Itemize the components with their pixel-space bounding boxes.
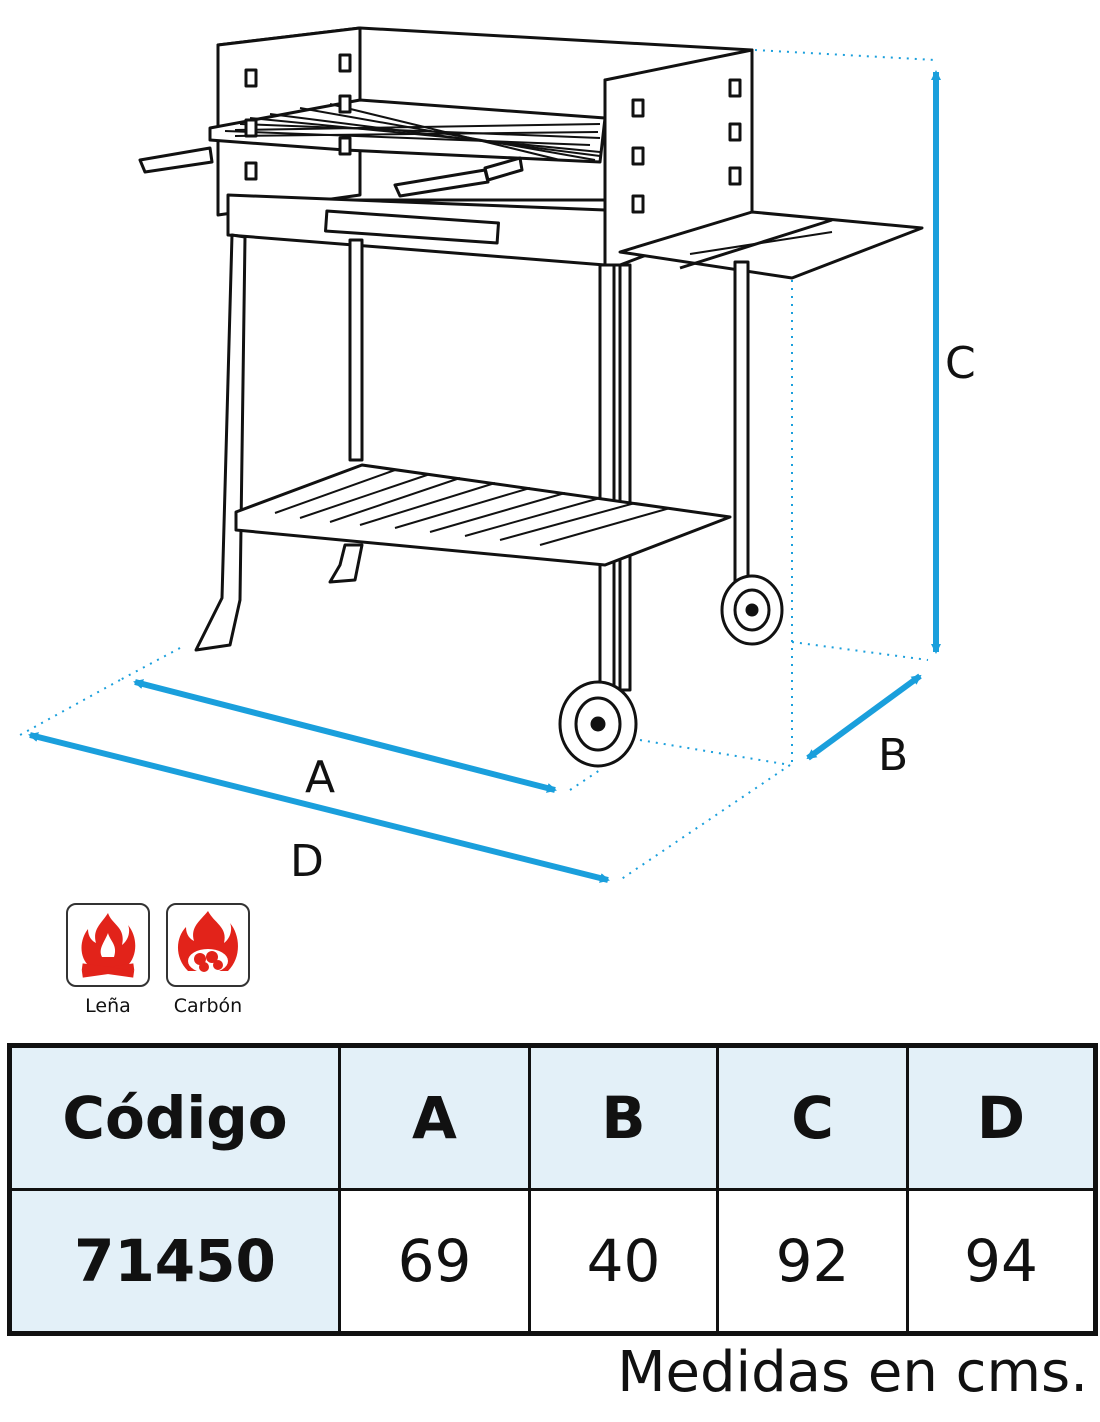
dimension-guide-lines	[19, 49, 936, 881]
dimension-arrows	[28, 70, 941, 883]
units-note: Medidas en cms.	[617, 1340, 1088, 1405]
cell-b: 40	[528, 1188, 719, 1335]
firewood-caption: Leña	[85, 995, 131, 1017]
header-c: C	[716, 1044, 909, 1191]
table-row: 71450 69 40 92 94	[8, 1188, 1097, 1335]
dimension-label-d: D	[290, 836, 324, 887]
header-b: B	[528, 1044, 719, 1191]
barbecue-illustration	[138, 26, 924, 768]
cell-a: 69	[338, 1188, 531, 1335]
cell-c: 92	[716, 1188, 909, 1335]
arrow-a	[133, 679, 557, 793]
charcoal-fire-icon	[166, 903, 250, 987]
header-code: Código	[8, 1044, 341, 1191]
charcoal-caption: Carbón	[173, 995, 243, 1017]
barbecue-dimension-diagram: A D C B	[19, 26, 976, 887]
arrow-d	[28, 732, 610, 883]
dimension-label-a: A	[305, 752, 335, 803]
dimensions-table: Código A B C D 71450 69 40 92 94	[7, 1043, 1098, 1336]
firewood-fire-icon	[66, 903, 150, 987]
cell-code: 71450	[8, 1188, 341, 1335]
arrow-b	[806, 673, 922, 761]
dimension-label-c: C	[945, 338, 976, 389]
cell-d: 94	[906, 1188, 1097, 1335]
header-d: D	[906, 1044, 1097, 1191]
dimension-label-b: B	[878, 730, 908, 781]
table-header-row: Código A B C D	[8, 1044, 1097, 1191]
header-a: A	[338, 1044, 531, 1191]
